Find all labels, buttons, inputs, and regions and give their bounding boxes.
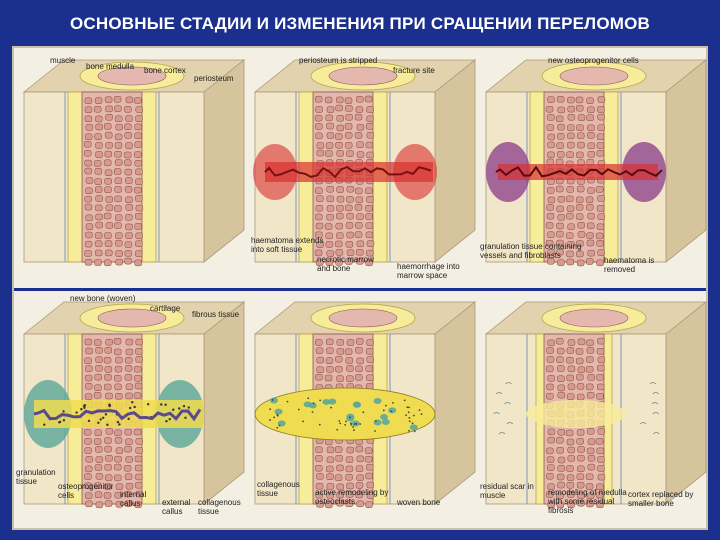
bone-block-illustration: [22, 301, 246, 509]
panel-callus: new bone (woven) cartilage fibrous tissu…: [16, 292, 246, 530]
label-collagenous: collagenous tissue: [257, 480, 300, 498]
block-side-face: [203, 301, 245, 505]
label-cartilage: cartilage: [150, 304, 181, 313]
bone-block-illustration: [253, 59, 477, 267]
label-bone-medulla: bone medulla: [86, 62, 135, 71]
residual-scar-mark: [652, 392, 660, 395]
label-cortex-replaced: cortex replaced by smaller bone: [628, 490, 694, 508]
label-periosteum-stripped: periosteum is stripped: [299, 56, 378, 65]
bone-top-medulla: [97, 308, 167, 328]
label-woven-bone: woven bone: [397, 498, 441, 507]
panel-remodeling: residual scar in muscle remodeling of me…: [478, 292, 708, 530]
bone-block-illustration: [484, 59, 708, 267]
label-osteoprogenitor: new osteoprogenitor cells: [548, 56, 639, 65]
panel-haematoma: periosteum is stripped fracture site hae…: [247, 50, 477, 288]
bone-top-medulla: [97, 66, 167, 86]
bone-top-medulla: [328, 66, 398, 86]
label-active-remodeling: active remodeling by osteoclasts: [315, 488, 389, 506]
remodeled-zone: [526, 400, 626, 428]
residual-scar-mark: [504, 402, 511, 405]
granulation-band: [498, 164, 658, 180]
label-periosteum: periosteum: [194, 74, 234, 83]
label-internal-callus: internal callus: [120, 490, 147, 508]
label-granulation-tissue: granulation tissue: [16, 468, 56, 486]
label-external-callus: external callus: [162, 498, 191, 516]
residual-scar-mark: [652, 412, 660, 415]
label-granulation-tissue: granulation tissue containing vessels an…: [480, 242, 582, 260]
label-haematoma-extends: haematoma extends into soft tissue: [251, 236, 324, 254]
residual-scar-mark: [639, 422, 647, 425]
block-side-face: [665, 301, 707, 505]
label-necrotic-marrow: necrotic marrow and bone: [317, 255, 374, 273]
panel-fracture: muscle bone medulla bone cortex perioste…: [16, 50, 246, 288]
block-side-face: [434, 301, 476, 505]
bone-block-illustration: [484, 301, 708, 509]
residual-scar-mark: [506, 422, 514, 425]
haematoma-band: [265, 162, 433, 182]
residual-scar-mark: [505, 382, 512, 385]
label-collagenous: collagenous tissue: [198, 498, 241, 516]
label-fracture-site: fracture site: [393, 66, 435, 75]
label-muscle: muscle: [50, 56, 76, 65]
fracture-line: [33, 408, 202, 422]
bone-top-medulla: [559, 308, 629, 328]
block-side-face: [434, 59, 476, 263]
label-new-bone: new bone (woven): [70, 294, 136, 303]
row-divider: [14, 288, 706, 291]
fracture-line: [495, 165, 663, 178]
bone-top-medulla: [559, 66, 629, 86]
residual-scar-mark: [493, 412, 500, 415]
label-residual-scar: residual scar in muscle: [480, 482, 534, 500]
residual-scar-mark: [649, 382, 657, 385]
bone-top-medulla: [328, 308, 398, 328]
block-side-face: [203, 59, 245, 263]
block-side-face: [665, 59, 707, 263]
label-osteoprogenitor: osteoprogenitor cells: [58, 482, 114, 500]
residual-scar-mark: [495, 392, 503, 395]
label-haematoma-removed: haematoma is removed: [604, 256, 655, 274]
residual-scar-mark: [498, 432, 506, 435]
label-bone-cortex: bone cortex: [144, 66, 186, 75]
bone-block-illustration: [22, 59, 246, 267]
label-fibrous-tissue: fibrous tissue: [192, 310, 240, 319]
bone-block-illustration: [253, 301, 477, 509]
residual-scar-mark: [652, 432, 660, 435]
residual-scar-mark: [651, 402, 659, 405]
slide-title: ОСНОВНЫЕ СТАДИИ И ИЗМЕНЕНИЯ ПРИ СРАЩЕНИИ…: [69, 14, 650, 33]
fracture-line: [264, 165, 432, 179]
diagram-frame: muscle bone medulla bone cortex perioste…: [12, 46, 708, 530]
label-haemorrhage: haemorrhage into marrow space: [397, 262, 460, 280]
label-remodeling-medulla: remodeling of medulla with some residual…: [548, 488, 627, 515]
panel-consolidation: collagenous tissue active remodeling by …: [247, 292, 477, 530]
panel-granulation: new osteoprogenitor cells granulation ti…: [478, 50, 708, 288]
consolidated-callus: [254, 387, 436, 441]
